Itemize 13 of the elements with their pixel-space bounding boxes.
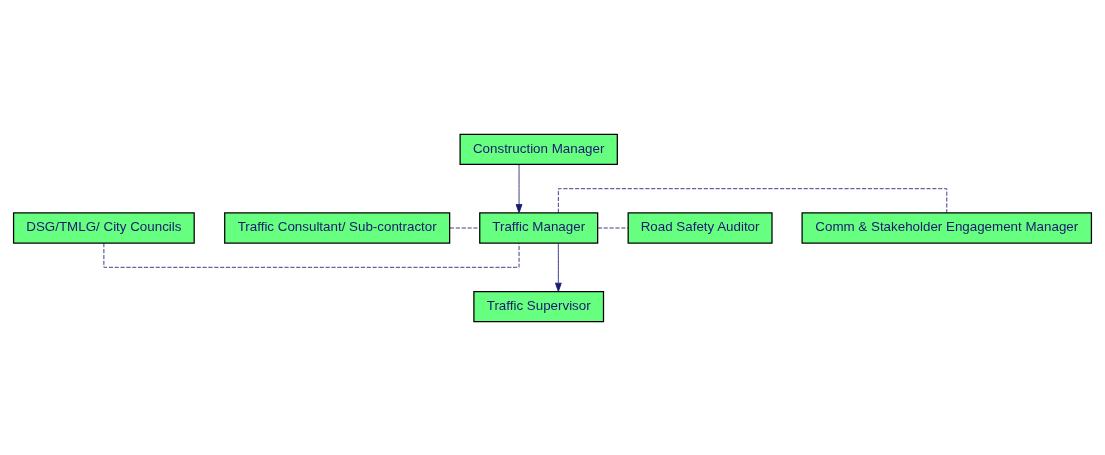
node-box: Construction Manager [459, 133, 618, 165]
arrow [515, 163, 523, 213]
connector [103, 242, 520, 268]
connector [449, 227, 481, 228]
node-box: DSG/TMLG/ City Councils [12, 211, 195, 244]
node-box: Traffic Manager [479, 211, 599, 244]
connector [597, 227, 629, 228]
node-box: Comm & Stakeholder Engagement Manager [801, 211, 1093, 244]
node-box: Road Safety Auditor [627, 211, 773, 244]
arrow [555, 242, 562, 292]
connector [557, 187, 948, 213]
node-box: Traffic Consultant/ Sub-contractor [224, 211, 451, 244]
node-box: Traffic Supervisor [473, 290, 605, 322]
